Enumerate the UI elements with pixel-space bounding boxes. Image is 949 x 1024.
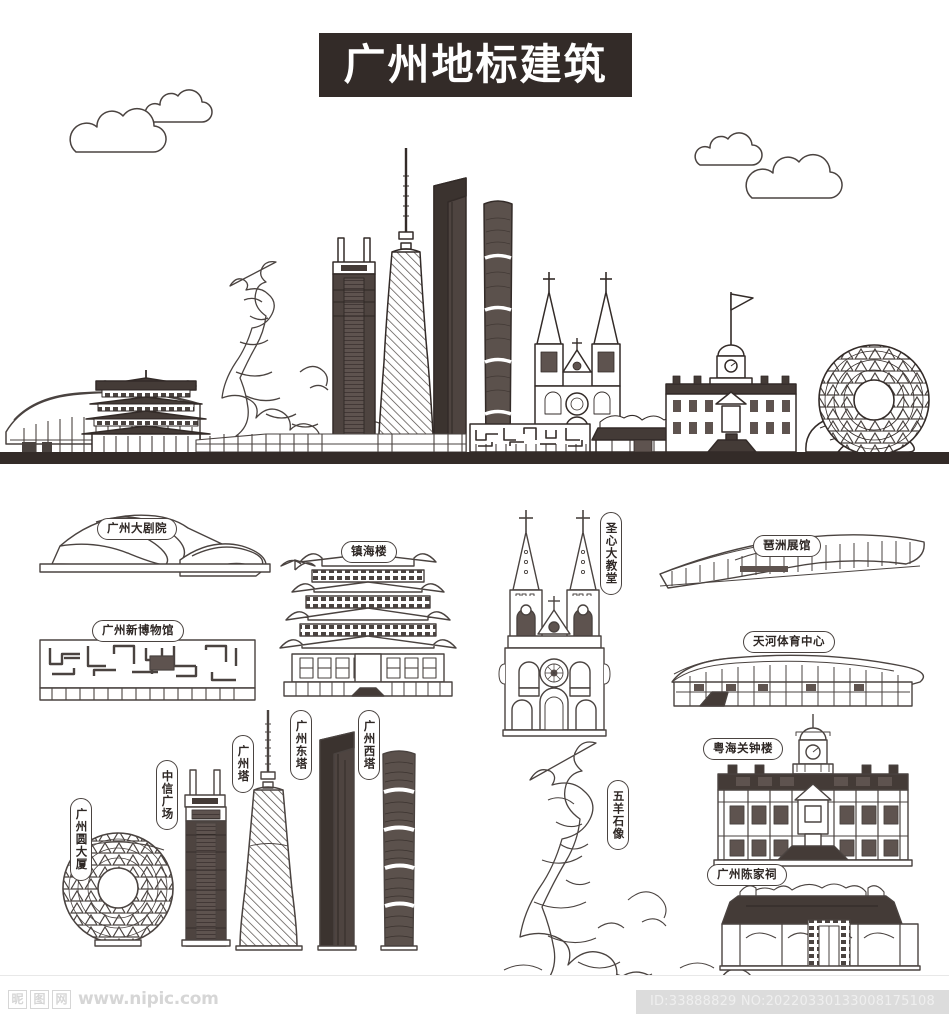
nipic-logo: 昵 图 网 www.nipic.com (8, 989, 219, 1009)
skyline-svg (0, 89, 949, 464)
label-opera-house: 广州大剧院 (97, 518, 177, 540)
gallery-art-five-rams-statue (503, 741, 751, 975)
gallery-art-zhenhai-tower (279, 553, 457, 697)
gallery-art-canton-tower (235, 710, 303, 951)
page-title: 广州地标建筑 (343, 40, 608, 89)
logo-char-2: 图 (30, 989, 49, 1009)
gallery-art-sacred-heart-cathedral (498, 510, 611, 737)
label-tianhe-sports: 天河体育中心 (743, 631, 835, 653)
gallery-art-opera-house (39, 514, 271, 577)
gallery-art-customs-clock-tower (713, 714, 913, 867)
label-canton-tower: 广州塔 (232, 735, 254, 793)
cloud-right-large (745, 153, 843, 199)
label-sacred-heart-cathedral: 圣心大教堂 (600, 512, 622, 595)
gallery-art-citic-plaza (181, 769, 231, 947)
title-banner: 广州地标建筑 (319, 33, 632, 97)
label-east-tower: 广州东塔 (290, 710, 312, 780)
skyline-customs-clock-tower (665, 292, 797, 453)
skyline-illustration (0, 0, 949, 470)
label-customs-clock-tower: 粤海关钟楼 (703, 738, 783, 760)
footer-watermark-bar: 昵 图 网 www.nipic.com ID:33888829 NO:20220… (0, 975, 949, 1024)
skyline-east-tower (433, 177, 467, 459)
landmark-gallery: 广州大剧院 广州新博物馆 镇海楼 圣心大教堂 琶洲展馆 天河体育中心 广州圆大厦… (0, 470, 949, 975)
gallery-art-tianhe-sports (671, 654, 925, 707)
label-chen-clan-hall: 广州陈家祠 (707, 864, 787, 886)
skyline-guangzhou-circle (818, 344, 930, 456)
skyline-citic-plaza (332, 237, 376, 453)
label-new-museum: 广州新博物馆 (92, 620, 184, 642)
gallery-art-east-tower (317, 731, 357, 951)
skyline-canton-tower (377, 148, 435, 453)
label-guangzhou-circle: 广州圆大厦 (70, 798, 92, 881)
label-pazhou-hall: 琶洲展馆 (753, 535, 821, 557)
cloud-right-small (694, 132, 763, 166)
label-five-rams-statue: 五羊石像 (607, 780, 629, 850)
skyline-new-museum (469, 423, 591, 453)
image-id-badge: ID:33888829 NO:20220330133008175108 (635, 990, 949, 1014)
cloud-upper-left-small (144, 89, 213, 123)
gallery-art-chen-clan-hall (719, 883, 921, 971)
label-citic-plaza: 中信广场 (156, 760, 178, 830)
label-zhenhai-tower: 镇海楼 (341, 541, 397, 563)
nipic-url-text: www.nipic.com (78, 989, 219, 1009)
gallery-art-west-tower (380, 750, 418, 951)
label-west-tower: 广州西塔 (358, 710, 380, 780)
gallery-art-new-museum (39, 639, 256, 701)
logo-char-1: 昵 (8, 989, 27, 1009)
skyline-podium-band (195, 433, 467, 453)
skyline-west-tower (483, 200, 513, 453)
skyline-zhenhai-tower (81, 370, 211, 454)
logo-char-3: 网 (52, 989, 71, 1009)
ground-bar (0, 452, 949, 464)
cloud-left-large (69, 107, 167, 153)
